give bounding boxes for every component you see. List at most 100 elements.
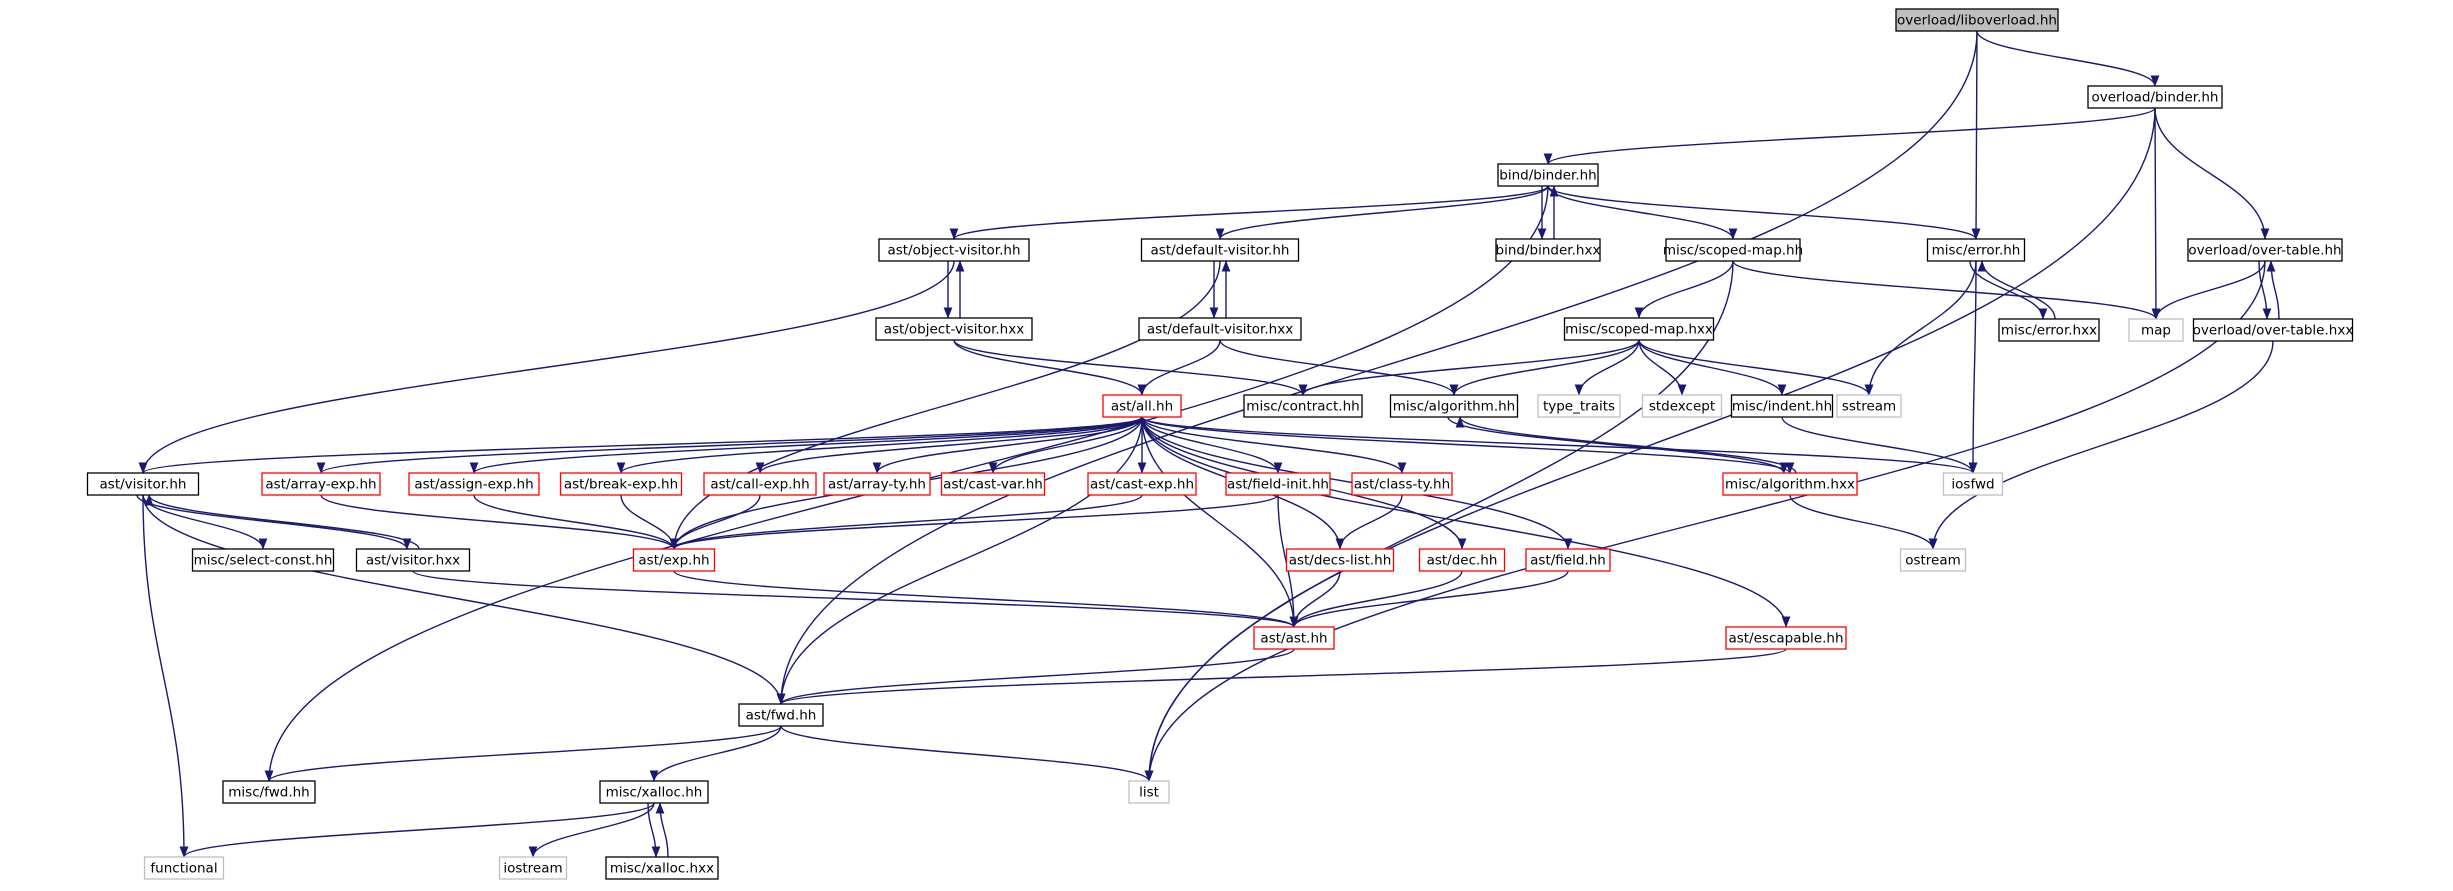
node-bind-binder[interactable]: bind/binder.hh [1497, 163, 1599, 187]
node-label: ostream [1905, 553, 1961, 569]
node-ast-defvis[interactable]: ast/default-visitor.hh [1140, 238, 1300, 262]
node-list[interactable]: list [1128, 780, 1170, 804]
node-misc-fwd[interactable]: misc/fwd.hh [222, 780, 316, 804]
node-label: misc/xalloc.hh [606, 785, 703, 801]
node-ast-dec[interactable]: ast/dec.hh [1418, 548, 1506, 572]
node-misc-error-hxx[interactable]: misc/error.hxx [1998, 318, 2100, 342]
node-misc-error[interactable]: misc/error.hh [1926, 238, 2026, 262]
node-ast-breakexp[interactable]: ast/break-exp.hh [559, 472, 683, 496]
node-misc-contract[interactable]: misc/contract.hh [1243, 394, 1363, 418]
node-box [1641, 394, 1723, 418]
node-box [2128, 318, 2184, 342]
node-misc-xalloc-hxx[interactable]: misc/xalloc.hxx [605, 856, 719, 880]
node-label: functional [150, 861, 217, 877]
node-ast-escapable[interactable]: ast/escapable.hh [1725, 626, 1847, 650]
node-stdexcept[interactable]: stdexcept [1641, 394, 1723, 418]
node-ast-castvar[interactable]: ast/cast-var.hh [940, 472, 1046, 496]
node-ast-arrayty[interactable]: ast/array-ty.hh [823, 472, 931, 496]
node-box [878, 238, 1030, 262]
edge-liboverload-to-ov_binder [1976, 30, 2160, 87]
node-label: misc/error.hh [1932, 243, 2021, 259]
node-ast-defvis-hxx[interactable]: ast/default-visitor.hxx [1138, 317, 1302, 341]
node-misc-selectconst[interactable]: misc/select-const.hh [191, 548, 335, 572]
node-misc-scopedmap-hxx[interactable]: misc/scoped-map.hxx [1563, 317, 1715, 341]
node-box [1926, 238, 2026, 262]
node-label: ast/array-exp.hh [265, 477, 376, 493]
node-misc-algorithm[interactable]: misc/algorithm.hh [1389, 394, 1519, 418]
edge-ast_all-to-ast_visitor [139, 416, 1143, 474]
edge-misc_scopedmap_hxx-to-misc_algorithm [1449, 339, 1640, 396]
node-ast-fieldinit[interactable]: ast/field-init.hh [1225, 472, 1331, 496]
edge-misc_error-to-iosfwd [1968, 260, 1978, 474]
edge-ov_overtable_hxx-to-ostream [1928, 340, 2274, 550]
edge-misc_error-to-sstream [1864, 260, 1977, 396]
edge-misc_indent-to-iosfwd [1781, 416, 1978, 474]
edge-misc_scopedmap-to-list [1144, 260, 1734, 782]
edge-misc_error-to-misc_error_hxx [1969, 260, 2048, 320]
edge-misc_scopedmap-to-map [1732, 260, 2161, 320]
node-ast-visitor-hxx[interactable]: ast/visitor.hxx [355, 548, 471, 572]
node-label: ast/escapable.hh [1728, 631, 1843, 647]
node-iosfwd[interactable]: iosfwd [1942, 472, 2004, 496]
node-functional[interactable]: functional [143, 856, 225, 880]
node-iostream[interactable]: iostream [498, 856, 568, 880]
node-ov-overtable-hxx[interactable]: overload/over-table.hxx [2193, 318, 2354, 342]
node-ast-visitor[interactable]: ast/visitor.hh [86, 472, 200, 496]
node-ast-fwd[interactable]: ast/fwd.hh [738, 703, 824, 727]
node-box [605, 856, 719, 880]
node-box [559, 472, 683, 496]
node-box [1102, 394, 1182, 418]
node-ast-callexp[interactable]: ast/call-exp.hh [703, 472, 817, 496]
node-label: ast/default-visitor.hh [1151, 243, 1290, 259]
node-box [143, 856, 225, 880]
node-map[interactable]: map [2128, 318, 2184, 342]
node-ov-binder[interactable]: overload/binder.hh [2087, 85, 2223, 109]
node-box [1525, 548, 1611, 572]
edge-ast_all-to-ast_castvar [988, 416, 1143, 474]
node-misc-xalloc[interactable]: misc/xalloc.hh [599, 780, 709, 804]
node-box [940, 472, 1046, 496]
edge-ast_objvis_hxx-to-misc_contract [953, 339, 1308, 396]
edge-ast_all-to-ast_assignexp [469, 416, 1143, 474]
node-box [1351, 472, 1453, 496]
node-label: misc/error.hxx [2001, 323, 2097, 339]
node-label: map [2141, 323, 2171, 339]
node-ast-decslist[interactable]: ast/decs-list.hh [1285, 548, 1395, 572]
node-ov-overtable[interactable]: overload/over-table.hh [2187, 238, 2343, 262]
node-label: misc/scoped-map.hxx [1565, 322, 1713, 338]
edge-ast_field-to-ast_ast [1289, 570, 1569, 628]
edge-ast_visitor-to-ast_fwd [142, 494, 786, 705]
node-ostream[interactable]: ostream [1899, 548, 1967, 572]
edge-misc_xalloc-to-misc_xalloc_hxx [647, 802, 661, 858]
node-sstream[interactable]: sstream [1836, 394, 1902, 418]
node-ast-ast[interactable]: ast/ast.hh [1253, 626, 1335, 650]
node-ast-exp[interactable]: ast/exp.hh [632, 548, 716, 572]
node-label: overload/over-table.hxx [2193, 323, 2354, 339]
node-label: bind/binder.hxx [1496, 243, 1601, 259]
node-ast-classty[interactable]: ast/class-ty.hh [1351, 472, 1453, 496]
node-ast-castexp[interactable]: ast/cast-exp.hh [1087, 472, 1197, 496]
edge-misc_algorithm_hxx-to-ostream [1789, 494, 1938, 550]
node-ast-objvis-hxx[interactable]: ast/object-visitor.hxx [875, 317, 1033, 341]
node-label: ast/ast.hh [1260, 631, 1327, 647]
node-type-traits[interactable]: type_traits [1537, 394, 1621, 418]
node-ast-all[interactable]: ast/all.hh [1102, 394, 1182, 418]
edge-ast_callexp-to-ast_exp [669, 494, 761, 550]
node-misc-algorithm-hxx[interactable]: misc/algorithm.hxx [1722, 472, 1858, 496]
node-ast-field[interactable]: ast/field.hh [1525, 548, 1611, 572]
node-bind-binder-hxx[interactable]: bind/binder.hxx [1495, 238, 1601, 262]
node-liboverload[interactable]: overload/liboverload.hh [1895, 8, 2059, 32]
node-misc-indent[interactable]: misc/indent.hh [1730, 394, 1834, 418]
node-misc-scopedmap[interactable]: misc/scoped-map.hh [1663, 238, 1803, 262]
edge-misc_xalloc-to-functional [179, 802, 655, 858]
edge-bind_binder-to-ast_defvis [1215, 185, 1549, 240]
node-ast-assignexp[interactable]: ast/assign-exp.hh [408, 472, 540, 496]
node-ast-arrayexp[interactable]: ast/array-exp.hh [261, 472, 381, 496]
node-box [1285, 548, 1395, 572]
edge-ast_all-to-misc_algorithm_hxx [1141, 416, 1795, 474]
node-box [1725, 626, 1847, 650]
node-label: bind/binder.hh [1499, 168, 1596, 184]
node-ast-objvis[interactable]: ast/object-visitor.hh [878, 238, 1030, 262]
edge-misc_scopedmap_hxx-to-stdexcept [1638, 339, 1687, 396]
node-box [1253, 626, 1335, 650]
